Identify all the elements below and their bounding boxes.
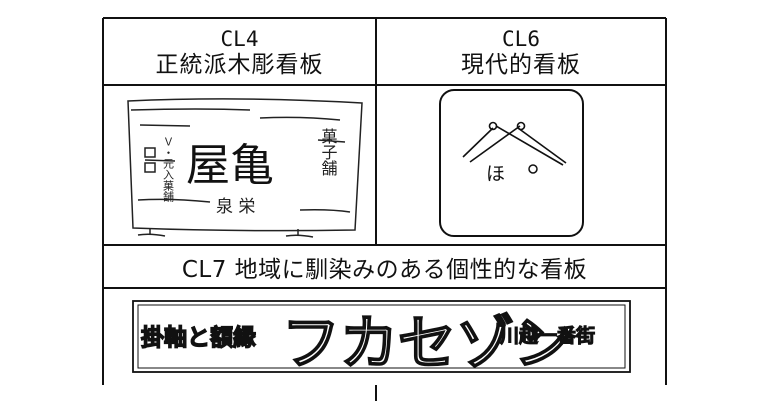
row-title-cl7: CL7 地域に馴染みのある個性的な看板	[181, 257, 588, 283]
shop-sign-left: 掛軸と額縁	[141, 324, 256, 351]
modern-sign-text: ほ	[486, 163, 505, 185]
cell-name: 現代的看板	[461, 52, 581, 78]
wood-sign-main: 屋亀	[186, 140, 274, 191]
wood-sign-bottom: 泉 栄	[216, 197, 255, 217]
wood-sign-right-text: 菓子舗	[319, 128, 338, 176]
shop-sign-main: フカセゾン	[282, 309, 572, 377]
wood-sign-left-small: Ｖ・元入菓舗	[162, 136, 175, 202]
cell-name: 正統派木彫看板	[155, 52, 324, 78]
cell-code: CL4	[220, 27, 259, 51]
crossed-needles-icon	[462, 121, 567, 166]
shop-sign-right: 川越一番街	[499, 324, 595, 347]
cell-code: CL6	[502, 27, 540, 51]
cell-title-cl4: CL4 正統派木彫看板	[104, 26, 375, 78]
cell-title-cl6: CL6 現代的看板	[377, 26, 665, 78]
